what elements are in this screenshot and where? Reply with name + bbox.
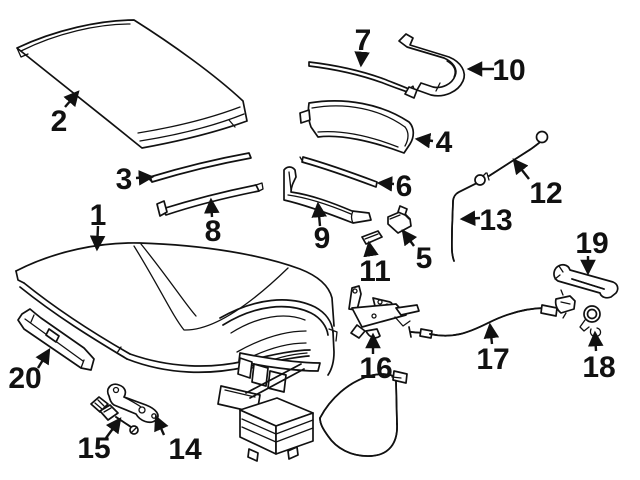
callout-6[interactable]: 6 [376, 170, 413, 203]
callouts: 1 2 3 4 5 6 7 8 [8, 24, 615, 466]
callout-16[interactable]: 16 [359, 332, 393, 385]
callout-5-number[interactable]: 5 [416, 242, 433, 275]
callout-10-number[interactable]: 10 [492, 54, 525, 87]
callout-12-number[interactable]: 12 [529, 177, 562, 210]
callout-3-number[interactable]: 3 [116, 163, 133, 196]
callout-18-number[interactable]: 18 [582, 351, 615, 384]
callout-14-number[interactable]: 14 [168, 433, 202, 466]
part-side-trim-rail [17, 308, 95, 371]
callout-16-number[interactable]: 16 [359, 352, 392, 385]
part-roof-panel [16, 19, 248, 149]
callout-14[interactable]: 14 [154, 414, 202, 466]
callout-19[interactable]: 19 [575, 227, 609, 276]
part-drain-tube [450, 172, 487, 262]
callout-3[interactable]: 3 [116, 163, 155, 196]
part-clip [387, 205, 412, 234]
part-roof-seal-strip [147, 152, 252, 183]
callout-7-number[interactable]: 7 [355, 24, 372, 57]
part-striker-plate [553, 264, 619, 299]
callout-8-number[interactable]: 8 [205, 215, 222, 248]
callout-4[interactable]: 4 [414, 126, 453, 159]
callout-17[interactable]: 17 [476, 322, 510, 376]
callout-17-number[interactable]: 17 [476, 343, 509, 376]
callout-1-number[interactable]: 1 [90, 199, 107, 232]
callout-11[interactable]: 11 [359, 240, 391, 288]
callout-19-number[interactable]: 19 [575, 227, 608, 260]
part-support-rod [486, 130, 549, 181]
part-release-cable [408, 289, 576, 339]
callout-6-number[interactable]: 6 [396, 170, 413, 203]
callout-5[interactable]: 5 [401, 229, 433, 275]
part-sealing-strip [299, 156, 378, 188]
part-front-header-trim [299, 100, 415, 154]
part-corner-bracket [398, 33, 466, 99]
callout-2[interactable]: 2 [51, 90, 80, 138]
callout-7[interactable]: 7 [354, 24, 372, 68]
callout-10[interactable]: 10 [466, 54, 526, 87]
callout-9[interactable]: 9 [311, 201, 331, 255]
callout-12[interactable]: 12 [512, 158, 563, 210]
callout-2-number[interactable]: 2 [51, 105, 68, 138]
callout-4-number[interactable]: 4 [436, 126, 453, 159]
part-folding-top-assembly [15, 242, 408, 462]
part-lock-latch-assembly [348, 285, 420, 339]
callout-13[interactable]: 13 [459, 204, 513, 237]
callout-9-number[interactable]: 9 [314, 222, 331, 255]
part-striker-bracket [106, 383, 159, 424]
callout-20[interactable]: 20 [8, 348, 51, 395]
part-trim-strip [308, 61, 416, 94]
part-grommet-guide [579, 305, 602, 338]
callout-15[interactable]: 15 [77, 417, 122, 465]
callout-8[interactable]: 8 [203, 197, 222, 248]
callout-11-number[interactable]: 11 [359, 255, 391, 288]
callout-15-number[interactable]: 15 [77, 432, 110, 465]
part-weatherstrip [156, 182, 264, 217]
callout-1[interactable]: 1 [90, 199, 107, 252]
callout-18[interactable]: 18 [582, 330, 616, 384]
part-switch-with-lead [90, 396, 139, 435]
callout-13-number[interactable]: 13 [479, 204, 512, 237]
callout-20-number[interactable]: 20 [8, 362, 41, 395]
part-shim-strip [361, 230, 383, 245]
